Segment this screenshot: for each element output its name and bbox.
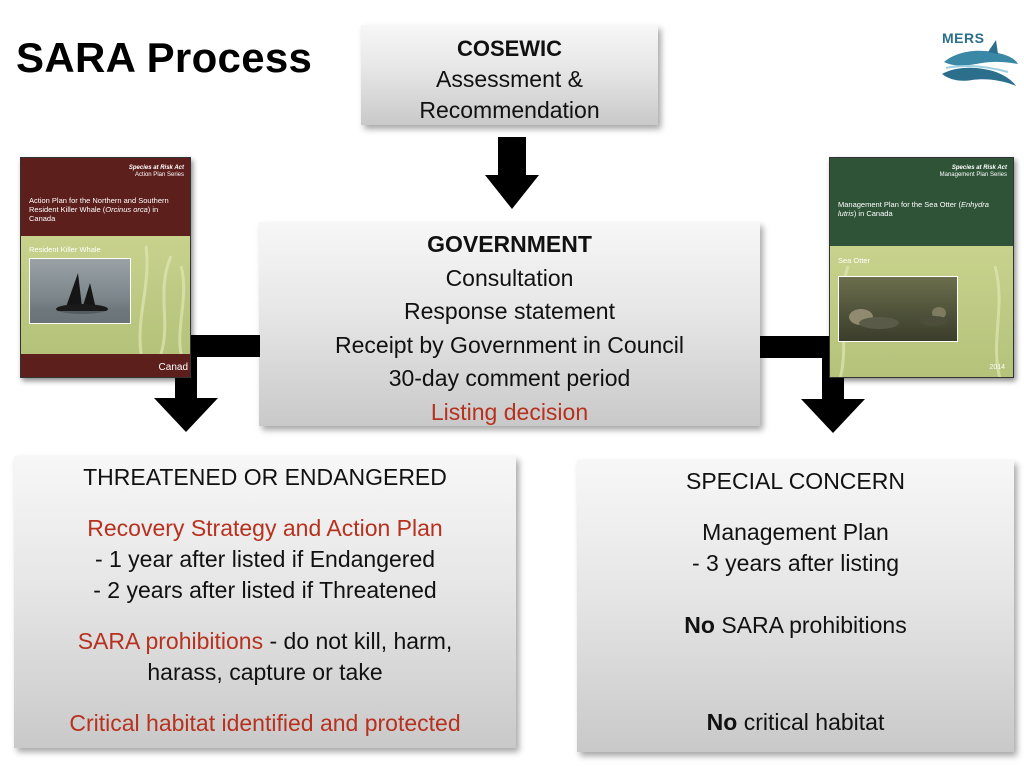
special-heading: SPECIAL CONCERN <box>686 468 905 494</box>
recovery-line: - 2 years after listed if Threatened <box>93 577 437 603</box>
no-critical-habitat: No critical habitat <box>577 707 1014 738</box>
cover-series-title: Species at Risk Act <box>128 165 184 171</box>
cover-title-pre: Management Plan for the Sea Otter ( <box>838 200 961 209</box>
recovery-line: - 1 year after listed if Endangered <box>94 546 436 572</box>
cover-title-pre: Action Plan for the Northern and Souther… <box>29 196 169 214</box>
management-plan: Management Plan <box>702 519 889 545</box>
cover-band: Sea Otter <box>830 246 1013 377</box>
orca-logo-icon <box>942 40 1018 86</box>
cover-title-italic: Orcinus orca <box>105 205 148 214</box>
management-plan-line: - 3 years after listing <box>691 550 900 576</box>
cosewic-heading: COSEWIC <box>456 36 563 61</box>
government-line: Consultation <box>445 264 574 291</box>
threatened-endangered-box: THREATENED OR ENDANGERED Recovery Strate… <box>14 456 516 748</box>
government-line: Response statement <box>404 298 615 324</box>
cover-band-label: Resident Killer Whale <box>29 245 101 254</box>
cover-band: Resident Killer Whale <box>21 236 190 354</box>
logo-text: MERS <box>942 30 985 46</box>
orca-photo <box>29 258 131 324</box>
cover-series: Species at Risk Act Management Plan Seri… <box>940 165 1007 179</box>
orca-fins-icon <box>30 273 130 323</box>
no-prohibitions: No SARA prohibitions <box>577 610 1014 641</box>
cover-band-label: Sea Otter <box>838 256 871 265</box>
sea-otter-icon <box>849 307 948 329</box>
no-prohibitions-text: SARA prohibitions <box>714 612 907 638</box>
kelp-pattern-icon <box>138 245 186 354</box>
government-box: GOVERNMENT Consultation Response stateme… <box>259 222 760 426</box>
slide-title: SARA Process <box>16 34 313 81</box>
cover-title: Action Plan for the Northern and Souther… <box>29 196 179 223</box>
recovery-strategy: Recovery Strategy and Action Plan <box>87 515 443 541</box>
cosewic-box: COSEWIC Assessment & Recommendation <box>361 25 658 125</box>
cover-title-post: ) in Canada <box>29 205 159 223</box>
cover-series: Species at Risk Act Action Plan Series <box>129 165 184 179</box>
arrow-down-icon <box>485 137 539 209</box>
special-concern-box: SPECIAL CONCERN Management Plan - 3 year… <box>577 460 1014 752</box>
sea-otter-photo <box>838 276 958 342</box>
prohibitions-text: - do not kill, harm, <box>263 628 453 654</box>
management-plan-cover-image: Species at Risk Act Management Plan Seri… <box>829 157 1014 378</box>
no-habitat-text: critical habitat <box>737 709 885 735</box>
cosewic-line: Assessment & <box>436 66 583 92</box>
no-habitat-bold: No <box>706 709 738 735</box>
cover-footer: 2014 <box>989 364 1005 371</box>
cover-title-post: ) in Canada <box>853 209 893 218</box>
cover-title: Management Plan for the Sea Otter (Enhyd… <box>838 200 1008 218</box>
arrow-down-icon <box>801 399 865 433</box>
prohibitions-line-2: harass, capture or take <box>147 659 383 685</box>
no-prohibitions-bold: No <box>684 612 715 638</box>
listing-decision: Listing decision <box>430 398 589 425</box>
cover-series-title: Species at Risk Act <box>951 165 1007 171</box>
government-heading: GOVERNMENT <box>427 231 592 257</box>
cover-title-italic: Enhydra lutris <box>838 200 989 218</box>
arrow-down-icon <box>154 398 218 432</box>
cosewic-line: Recommendation <box>419 97 600 123</box>
mers-logo: MERS <box>936 28 1020 92</box>
prohibitions-label: SARA prohibitions <box>77 628 264 654</box>
critical-habitat: Critical habitat identified and protecte… <box>69 710 461 736</box>
cover-series-sub: Management Plan Series <box>939 172 1007 178</box>
government-line: Receipt by Government in Council <box>335 331 684 358</box>
government-line: 30-day comment period <box>388 365 631 391</box>
cover-series-sub: Action Plan Series <box>134 172 184 178</box>
threatened-heading: THREATENED OR ENDANGERED <box>83 464 447 490</box>
cover-footer: Canad <box>158 362 188 373</box>
prohibitions-line: SARA prohibitions - do not kill, harm, <box>14 626 516 657</box>
action-plan-cover-image: Species at Risk Act Action Plan Series A… <box>20 157 191 378</box>
